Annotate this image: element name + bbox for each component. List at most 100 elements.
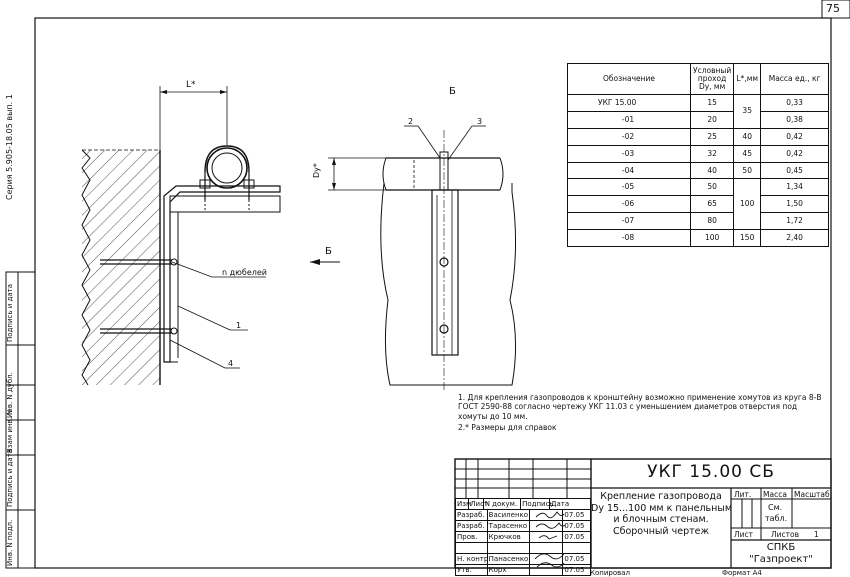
table-row: Пров. Крючков 07.05 [455,531,591,543]
table-row: -06 65 1,50 [567,195,829,214]
cell-mass: 0,42 [760,144,829,163]
cell-des: -04 [567,161,691,180]
signer-name [486,542,531,554]
sign-date: 07.05 [562,564,591,576]
note-2: 2.* Размеры для справок [458,423,557,432]
stamp-sign-date-2: Подпись и дата [6,284,14,342]
cell-l-merged: 35 [733,94,762,129]
col-head: Лист [468,498,488,510]
signer-role: Разраб. [455,520,488,532]
table-row: -04 40 50 0,45 [567,161,829,180]
spec-table: Обозначение Условный проход Dy, мм L*,мм… [567,63,829,248]
scale-label: Масштаб [794,490,830,499]
signer-role: Разраб. [455,509,488,521]
cell-dy: 40 [689,161,735,180]
table-row: -02 25 40 0,42 [567,127,829,146]
table-row: Разраб. Тарасенко 07.05 [455,520,591,532]
cell-des: -02 [567,127,691,146]
sheet-label: Лист [734,530,754,539]
title-line-1: Крепление газопровода [600,491,722,502]
wall-section [81,149,161,386]
signer-name: Василенко [486,509,531,521]
bracket [100,185,281,363]
signer-name: Крючков [486,531,531,543]
cell-des: -07 [567,212,691,231]
sheets-value: 1 [814,530,819,539]
cell-mass: 0,45 [760,161,829,180]
spec-header-designation: Обозначение [567,63,691,95]
callout-1: 1 [236,321,242,330]
stamp-inv-dup: Инв. N дубл. [6,372,14,418]
cell-l: 150 [733,229,762,248]
table-row: -07 80 1,72 [567,212,829,231]
cell-des: -06 [567,195,691,214]
sign-date: 07.05 [562,531,591,543]
table-row: Н. контр. Панасенко 07.05 [455,553,591,565]
sign-date: 07.05 [562,520,591,532]
dim-du-label: Dy* [312,163,321,178]
org-name-2: "Газпроект" [749,554,813,565]
cell-dy: 15 [689,94,735,112]
title-block-grid [454,458,832,569]
signatures [534,511,566,568]
cell-dy: 20 [689,110,735,129]
dim-l-label: L* [186,80,196,90]
cell-dy: 50 [689,178,735,197]
title-line-2: Dy 15...100 мм к панельным [591,502,733,514]
title-line-4: Сборочный чертеж [612,525,710,537]
stamp-sign-date-1: Подпись и дата [6,449,14,507]
dowel-label: n дюбелей [222,268,267,277]
drawing-title: Крепление газопровода Dy 15...100 мм к п… [591,491,733,537]
stamp-inv-orig: Инв. N подл. [6,519,14,566]
table-row: -05 50 100 1,34 [567,178,829,231]
view-arrow-label: Б [325,246,332,257]
signer-name: Панасенко [486,553,531,565]
signer-table: Разраб. Василенко 07.05 Разраб. Тарасенк… [455,509,591,576]
mass-label: Масса [763,490,787,499]
format-label: Формат А4 [722,569,762,577]
signature-table: Изм Лист N докум. Подпись Дата [454,498,592,510]
cell-des: -01 [567,110,691,129]
cell-dy: 25 [689,127,735,146]
table-row: Разраб. Василенко 07.05 [455,509,591,521]
page-number: 75 [826,2,840,15]
sign-date [562,542,591,554]
cell-mass: 0,42 [760,127,829,146]
cell-dy: 32 [689,144,735,163]
sheets-label: Листов [771,530,800,539]
cell-mass: 0,33 [760,94,829,112]
signer-name: Тарасенко [486,520,531,532]
table-row: -03 32 45 0,42 [567,144,829,163]
signer-name: Корх [486,564,531,576]
copied-label: Копировал [590,569,630,577]
col-head: Дата [548,498,592,510]
signer-role: Пров. [455,531,488,543]
table-row: -08 100 150 2,40 [567,229,829,248]
sign-date: 07.05 [562,509,591,521]
cell-l: 40 [733,127,762,146]
cell-des: -03 [567,144,691,163]
signer-role: Утв. [455,564,488,576]
sign-date: 07.05 [562,553,591,565]
cell-mass: 1,72 [760,212,829,231]
cell-des: -08 [567,229,691,248]
lit-label: Лит. [734,490,752,499]
callout-3: 3 [477,117,483,126]
title-line-3: и блочным стенам. [613,514,709,525]
cell-dy: 80 [689,212,735,231]
col-head: N докум. [482,498,522,510]
mass-value-2: табл. [765,514,788,523]
spec-header-mass: Масса ед., кг [760,63,829,95]
view-b-title: Б [449,86,456,97]
cell-mass: 0,38 [760,110,829,129]
series-label: Серия 5.905-18.05 вып. 1 [5,94,14,200]
cell-mass: 1,50 [760,195,829,214]
signer-role [455,542,488,554]
pipe-with-clamp [199,145,255,212]
table-row: УКГ 15.00 15 35 0,33 [567,94,829,129]
view-b [380,130,517,390]
drawing-code: УКГ 15.00 СБ [647,462,775,482]
spec-header-l: L*,мм [733,63,762,95]
org-name-1: СПКБ [766,542,796,553]
